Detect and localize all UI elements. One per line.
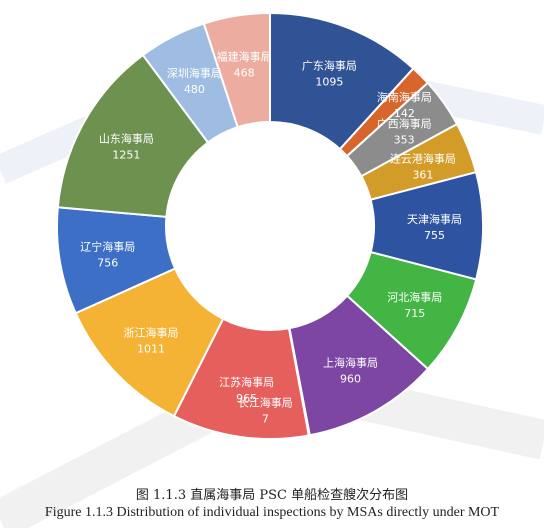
slice-label-3: 连云港海事局 (390, 151, 456, 165)
slice-label-7: 长江海事局 (238, 396, 293, 410)
slice-label-4: 天津海事局 (407, 212, 462, 226)
slice-value-12: 480 (184, 83, 205, 96)
slice-value-3: 361 (412, 168, 433, 181)
slice-label-9: 浙江海事局 (124, 326, 179, 340)
slice-label-13: 福建海事局 (217, 50, 272, 64)
chart-caption-chinese: 图 1.1.3 直属海事局 PSC 单船检查艘次分布图 (135, 488, 409, 503)
slice-label-6: 上海海事局 (323, 355, 378, 369)
slice-label-10: 辽宁海事局 (80, 239, 135, 253)
slice-value-5: 715 (404, 307, 425, 320)
slice-value-10: 756 (97, 256, 118, 269)
slice-label-5: 河北海事局 (387, 290, 442, 304)
slice-label-1: 海南海事局 (377, 90, 432, 104)
slice-value-11: 1251 (112, 149, 140, 162)
slice-value-2: 353 (394, 134, 415, 147)
slice-label-8: 江苏海事局 (219, 375, 274, 389)
slice-value-1: 142 (394, 107, 415, 120)
slice-value-13: 468 (234, 67, 255, 80)
slice-label-2: 广西海事局 (377, 117, 432, 131)
slice-value-8: 965 (236, 392, 257, 405)
slice-label-12: 深圳海事局 (167, 66, 222, 80)
chart-caption-english: Figure 1.1.3 Distribution of individual … (44, 505, 500, 520)
slice-value-0: 1095 (315, 76, 343, 89)
donut-slices (56, 11, 484, 440)
slice-value-7: 7 (262, 413, 269, 426)
slice-value-9: 1011 (137, 343, 165, 356)
slice-label-0: 广东海事局 (302, 59, 357, 73)
slice-value-4: 755 (424, 229, 445, 242)
slice-13 (202, 11, 271, 129)
slice-value-6: 960 (340, 372, 361, 385)
slice-label-11: 山东海事局 (99, 132, 154, 146)
